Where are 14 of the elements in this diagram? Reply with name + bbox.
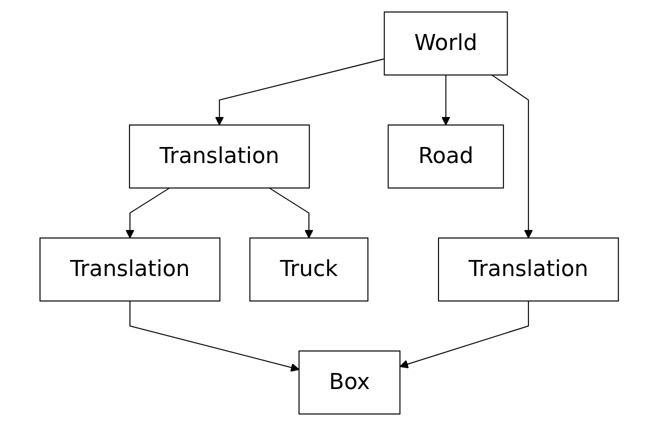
arrow xyxy=(492,74,534,238)
arrow xyxy=(215,58,386,126)
node-box: Box xyxy=(298,350,401,414)
node-box: Translation xyxy=(129,124,310,188)
arrow xyxy=(126,188,170,238)
node-box: Translation xyxy=(40,238,221,302)
arrow xyxy=(400,300,530,368)
node-box: Truck xyxy=(250,238,369,302)
node-box: Road xyxy=(388,124,504,188)
node-box: World xyxy=(384,12,508,76)
node-box: Translation xyxy=(438,238,620,302)
arrow xyxy=(442,74,451,126)
arrow xyxy=(130,300,300,372)
arrow xyxy=(269,188,314,238)
